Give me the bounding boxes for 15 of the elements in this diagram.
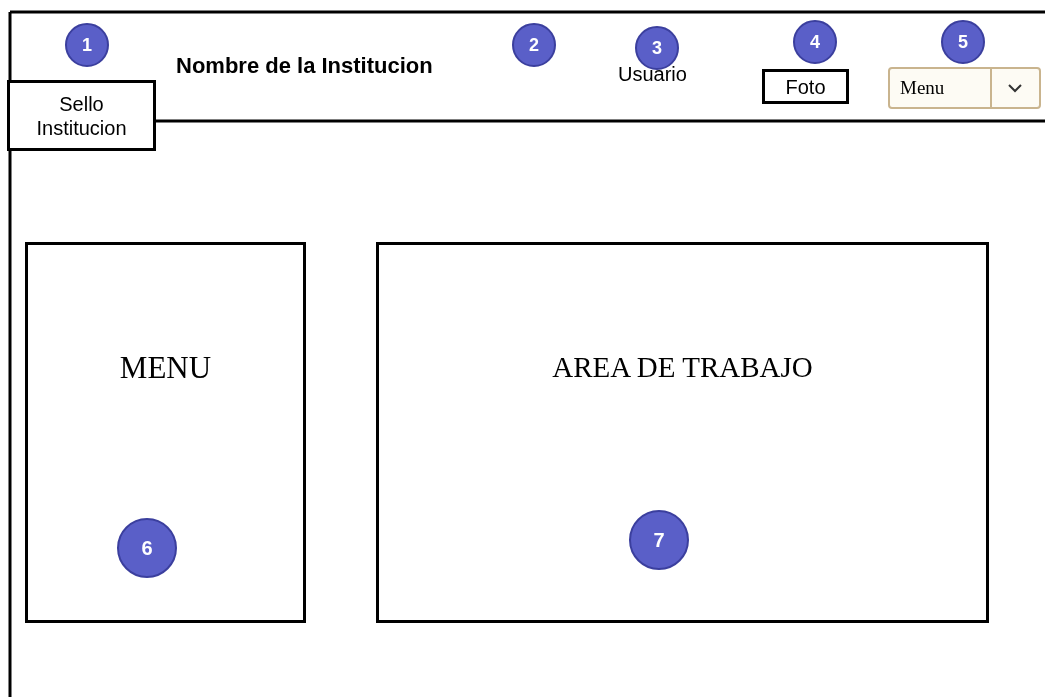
photo-box: [762, 69, 849, 104]
callout-number: 5: [941, 20, 985, 64]
callout-number: 2: [512, 23, 556, 67]
dropdown: [888, 67, 1041, 109]
work-area-panel: [376, 242, 989, 623]
photo-label: Foto: [785, 74, 826, 99]
callout-number: 4: [793, 20, 837, 64]
seal-box: [7, 80, 156, 151]
panel-title: MENU: [119, 348, 212, 387]
institution-name: Nombre de la Institucion: [176, 53, 433, 79]
seal-label: Sello Institucion: [35, 91, 128, 140]
dropdown-value: Menu: [900, 77, 945, 99]
callout-number: 1: [65, 23, 109, 67]
menu-panel: [25, 242, 306, 623]
panel-title: AREA DE TRABAJO: [552, 350, 813, 385]
